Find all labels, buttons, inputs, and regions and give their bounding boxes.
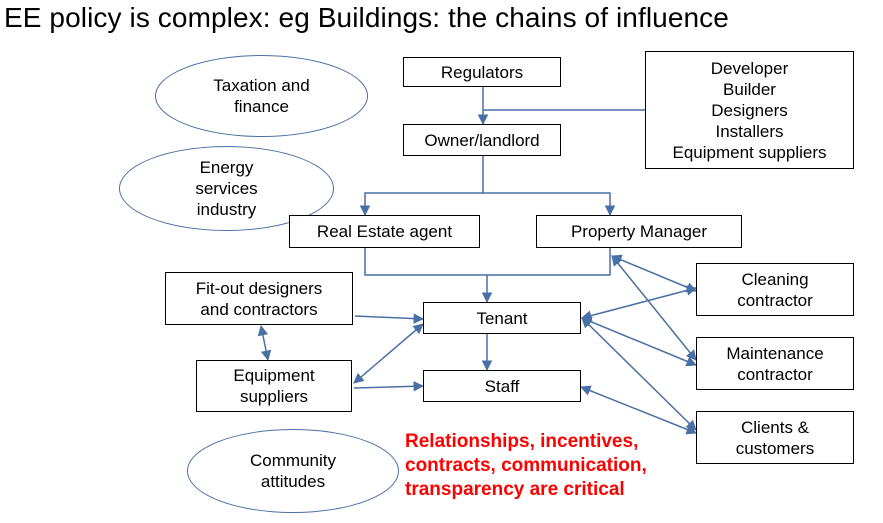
node-taxation-finance: Taxation and finance	[155, 55, 368, 137]
node-property-manager: Property Manager	[536, 215, 742, 248]
node-real-estate-agent: Real Estate agent	[289, 215, 480, 248]
link-tenant-maintenance	[581, 316, 697, 367]
callout-text: Relationships, incentives, contracts, co…	[405, 431, 647, 500]
link-staff-clients	[580, 385, 697, 435]
node-community-attitudes: Community attitudes	[187, 429, 399, 513]
node-cleaning-contractor: Cleaning contractor	[696, 263, 854, 316]
node-developer-group: Developer Builder Designers Installers E…	[645, 51, 854, 169]
link-fitout-equipment	[257, 324, 272, 362]
node-maintenance-contractor: Maintenance contractor	[696, 337, 854, 390]
link-to-tenant	[364, 248, 611, 276]
link-tenant-clients	[581, 317, 697, 431]
link-owner-property	[483, 192, 616, 217]
node-regulators: Regulators	[403, 57, 561, 87]
node-clients-customers: Clients & customers	[696, 411, 854, 464]
link-property-cleaning	[611, 254, 697, 293]
link-equipment-staff	[353, 381, 425, 392]
node-staff: Staff	[423, 370, 581, 402]
link-tenant-cleaning	[580, 285, 698, 321]
link-fitout-tenant	[354, 313, 425, 324]
link-owner-split	[359, 156, 484, 217]
node-owner-landlord: Owner/landlord	[403, 124, 561, 156]
link-equipment-tenant	[353, 323, 424, 384]
diagram-title: EE policy is complex: eg Buildings: the …	[4, 2, 729, 33]
node-fitout-designers: Fit-out designers and contractors	[165, 272, 353, 325]
node-equipment-suppliers: Equipment suppliers	[196, 360, 352, 412]
node-energy-services: Energy services industry	[119, 146, 334, 231]
link-property-maintenance	[611, 255, 697, 361]
node-tenant: Tenant	[423, 302, 581, 334]
